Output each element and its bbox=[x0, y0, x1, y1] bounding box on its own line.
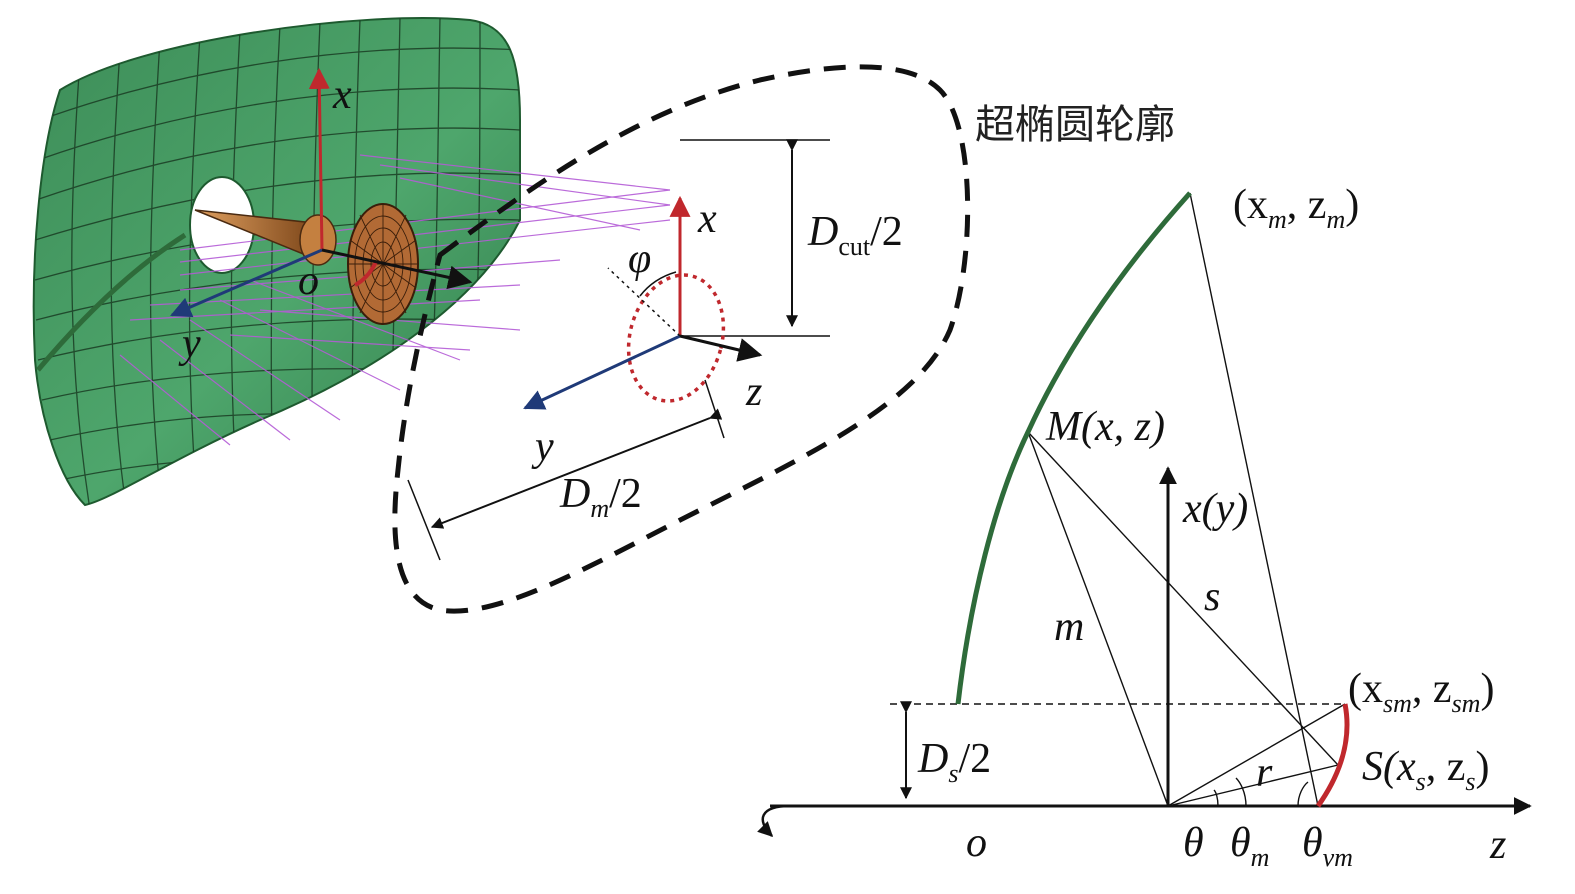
cone-tool bbox=[194, 209, 337, 266]
s-label: s bbox=[1204, 574, 1220, 620]
profile-geometry: (xm, zm) M(x, z) x(y) s m (xsm, zsm) S(x… bbox=[757, 182, 1532, 872]
line-to-xsm bbox=[1167, 703, 1346, 807]
phi-reference-line bbox=[607, 267, 681, 337]
y-label-3d: y bbox=[178, 321, 201, 367]
phi-arc bbox=[639, 271, 677, 297]
y-axis-3d bbox=[170, 248, 323, 318]
m-point-label: M(x, z) bbox=[1045, 404, 1165, 450]
z-label-inset: z bbox=[745, 369, 762, 415]
line-xm-to-theta-vm bbox=[1189, 192, 1319, 807]
green-profile-curve bbox=[955, 191, 1192, 705]
m-label: m bbox=[1054, 604, 1084, 650]
axes-3d: x y o bbox=[170, 67, 473, 367]
z-axis-label: z bbox=[1489, 822, 1506, 868]
y-label-inset: y bbox=[531, 424, 554, 470]
x-label-3d: x bbox=[332, 72, 352, 118]
xm-zm-label: (xm, zm) bbox=[1233, 182, 1359, 234]
z-axis-3d bbox=[321, 248, 473, 290]
s-point-label: S(xs, zs) bbox=[1362, 744, 1490, 796]
line-s bbox=[1027, 431, 1339, 766]
line-m bbox=[1027, 431, 1169, 807]
line-r bbox=[1167, 764, 1339, 807]
origin-label: o bbox=[966, 820, 987, 866]
rotation-arrow bbox=[757, 804, 791, 838]
dm-dimension bbox=[430, 408, 723, 529]
r-label: r bbox=[1256, 750, 1273, 796]
zoom-outline bbox=[392, 64, 971, 614]
ds-label: Ds/2 bbox=[917, 736, 991, 788]
theta-label: θ bbox=[1183, 820, 1204, 866]
superellipse-contour bbox=[626, 273, 726, 403]
phi-label: φ bbox=[628, 236, 651, 282]
z-axis-inset bbox=[679, 334, 763, 362]
o-label-3d: o bbox=[298, 258, 319, 304]
y-axis-inset bbox=[523, 334, 681, 410]
red-arc bbox=[1315, 703, 1350, 808]
x-label-inset: x bbox=[697, 196, 717, 242]
x-y-axis-label: x(y) bbox=[1182, 486, 1248, 532]
theta-m-label: θm bbox=[1230, 820, 1269, 872]
xsm-zsm-label: (xsm, zsm) bbox=[1348, 666, 1494, 718]
x-axis-3d bbox=[308, 67, 330, 251]
inset-frame: Dcut/2 x φ z y Dm/2 bbox=[407, 139, 903, 561]
surface-profile-line bbox=[36, 232, 187, 372]
dcut-label: Dcut/2 bbox=[807, 209, 903, 261]
theta-vm-label: θvm bbox=[1302, 820, 1353, 872]
title-cn: 超椭圆轮廓 bbox=[975, 102, 1175, 148]
dm-label: Dm/2 bbox=[559, 471, 642, 523]
